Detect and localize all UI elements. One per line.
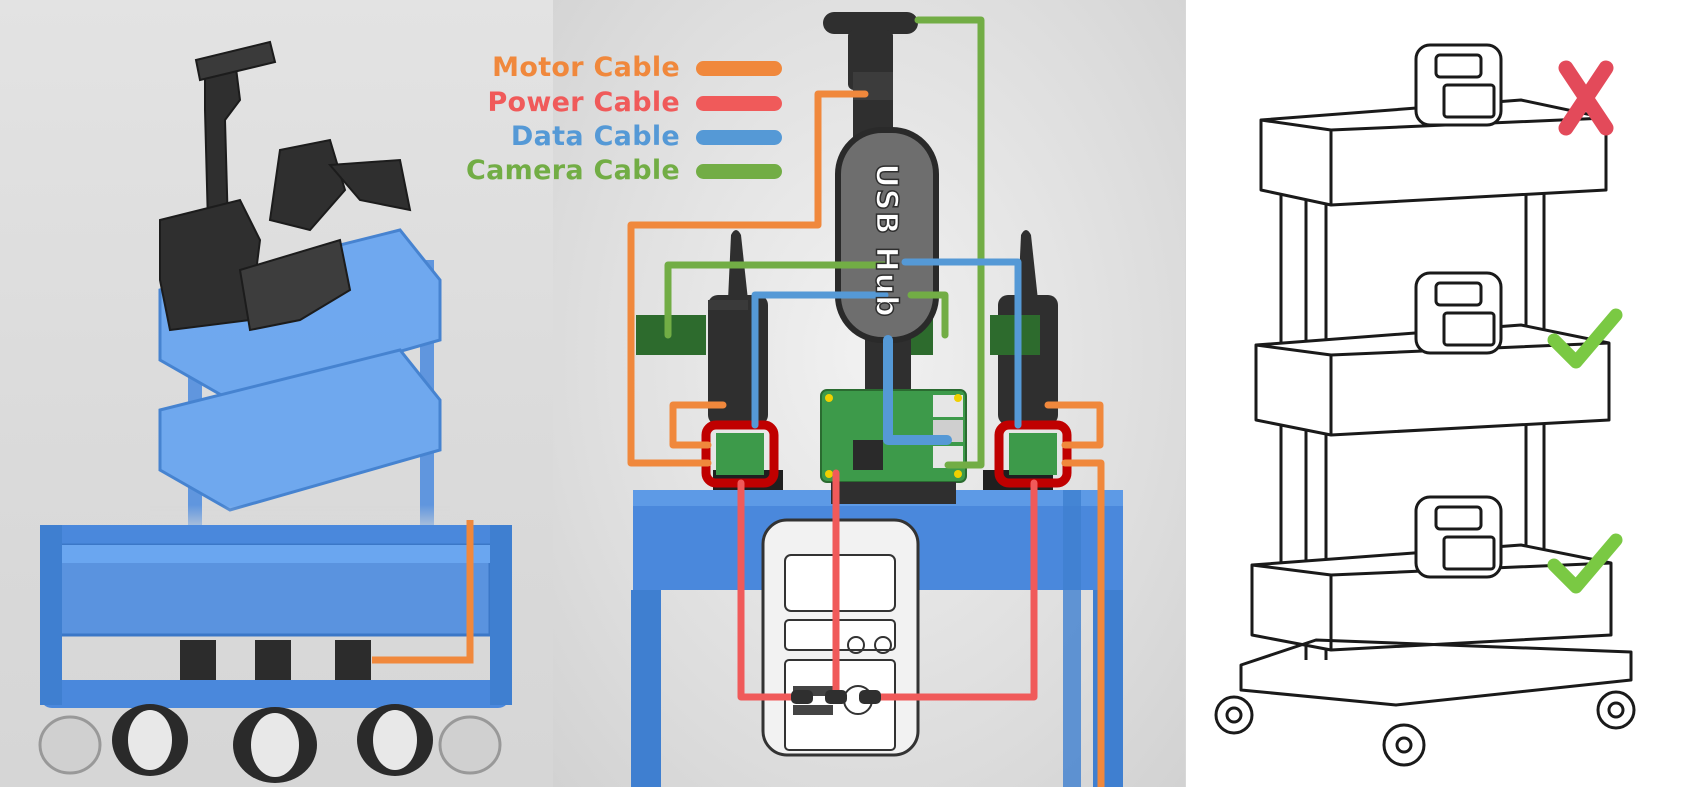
data-cable-right: [901, 258, 1022, 429]
motor-cable-left: [669, 401, 727, 449]
camera-cable-left: [664, 261, 892, 339]
cart-base-tier: [40, 525, 512, 708]
legend-label: Power Cable: [487, 87, 680, 118]
camera-cable-top: [914, 16, 985, 469]
check-icon: [1547, 308, 1623, 369]
wiring-diagram: [553, 0, 1185, 787]
legend-label: Camera Cable: [466, 155, 680, 186]
motor-cable-path: [372, 520, 474, 664]
legend-item-data: Data Cable: [0, 120, 782, 154]
robot-cart-illustration: [38, 40, 512, 783]
top-camera-mount: [823, 12, 918, 140]
cart-base-frame: [1239, 638, 1633, 707]
robot-arm-leader: [159, 40, 412, 332]
legend-swatch: [696, 130, 782, 145]
usb-hub-label: USB Hub: [838, 145, 934, 335]
motor-driver-right: [994, 420, 1072, 488]
motor-driver-left: [701, 420, 779, 488]
power-ports: [791, 690, 881, 704]
cart-line-drawing: [1214, 43, 1636, 767]
legend-swatch: [696, 61, 782, 76]
caster-wheels: [1214, 690, 1636, 767]
legend-swatch: [696, 96, 782, 111]
check-icon: [1547, 533, 1623, 594]
legend-item-camera: Camera Cable: [0, 154, 782, 188]
raspberry-pi-board: [820, 389, 967, 504]
data-cable-pi: [883, 335, 952, 445]
tier-top: [1259, 98, 1608, 207]
motor-cable-down: [1061, 459, 1105, 787]
usb-hub-text: USB Hub: [868, 162, 905, 318]
motor-cable-right: [1044, 401, 1104, 449]
legend-label: Data Cable: [510, 121, 680, 152]
power-cable-left: [737, 479, 804, 701]
tier-bottom: [1250, 543, 1613, 652]
placement-guide: [1185, 0, 1699, 787]
legend-item-power: Power Cable: [0, 86, 782, 120]
wiring-illustration: [627, 12, 1123, 787]
camera-cable-center: [907, 291, 949, 339]
wheel-motor-mounts: [180, 640, 371, 680]
power-cable-right: [867, 479, 1038, 701]
data-cable-left: [751, 291, 889, 429]
robot-cart-render: [0, 0, 553, 787]
usb-hub: [835, 127, 939, 395]
legend-item-motor: Motor Cable: [0, 51, 782, 85]
legend-swatch: [696, 164, 782, 179]
tier-middle: [1254, 323, 1611, 437]
power-station-top: [1414, 43, 1503, 127]
motor-cable-main: [627, 90, 869, 467]
power-station: [761, 518, 920, 757]
power-station-bottom: [1414, 495, 1503, 579]
legend-label: Motor Cable: [492, 52, 680, 83]
cross-icon: [1558, 60, 1614, 136]
mecanum-wheels: [38, 704, 502, 783]
power-station-middle: [1414, 271, 1503, 355]
